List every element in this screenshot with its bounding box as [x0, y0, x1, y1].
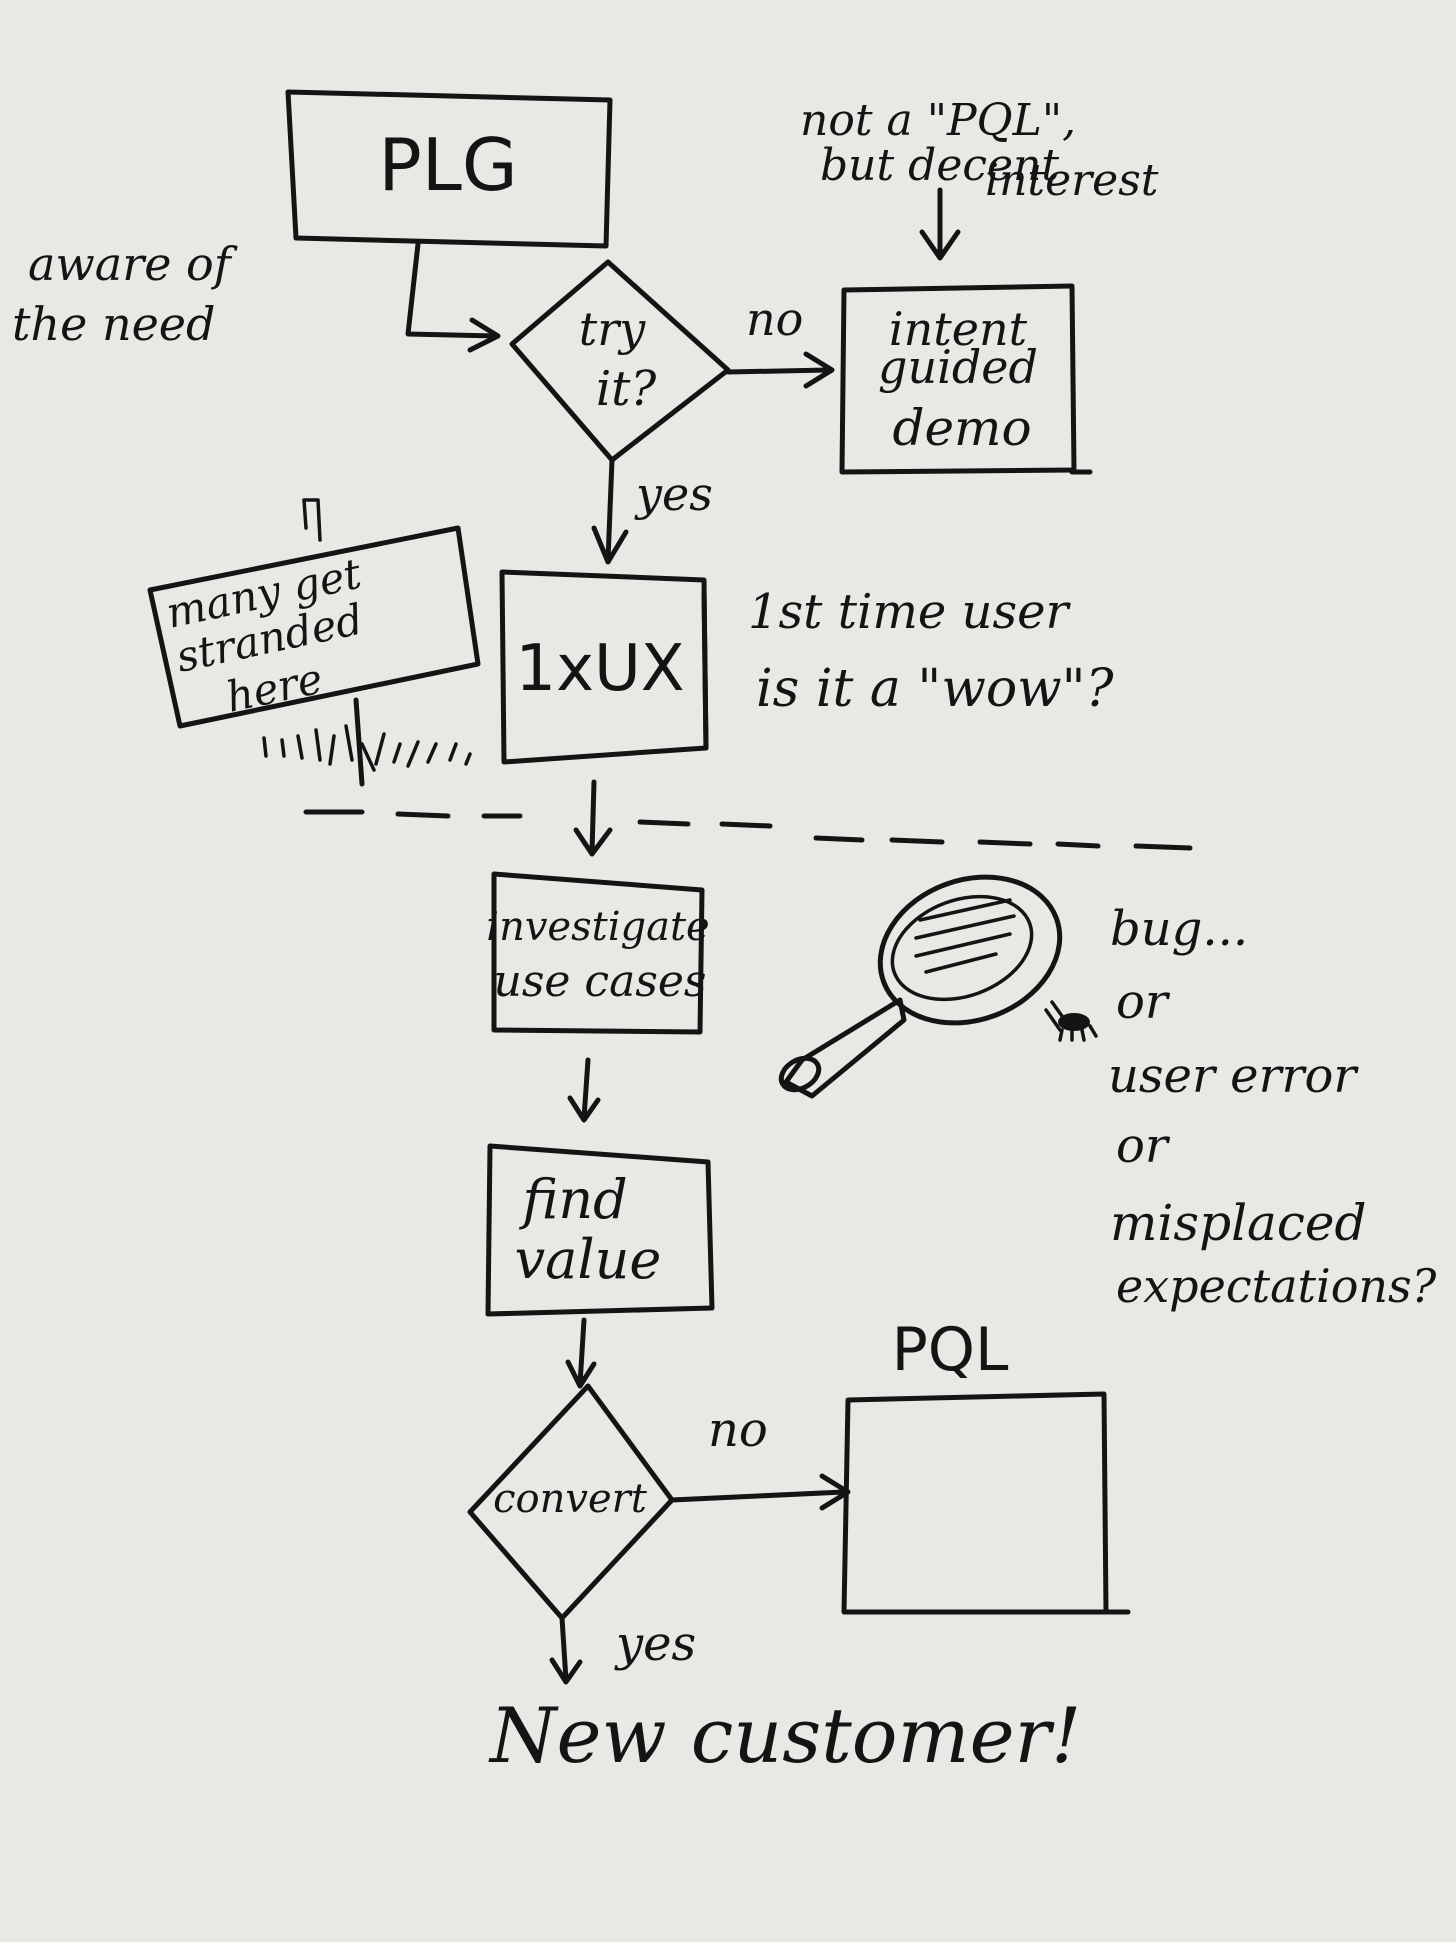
- first-ux-label: 1xUX: [515, 632, 684, 706]
- convert-no-arrow: no: [669, 1402, 851, 1511]
- first-time-line-1: 1st time user: [748, 584, 1071, 640]
- convert-yes-label: yes: [614, 1616, 696, 1672]
- try-no-arrow: no: [725, 292, 835, 389]
- plg-node: PLG: [285, 89, 613, 249]
- aware-annotation: aware of the need: [12, 237, 238, 351]
- first-ux-node: 1xUX: [499, 569, 709, 765]
- bug-line-1: bug...: [1110, 901, 1248, 957]
- convert-label: convert: [493, 1476, 648, 1522]
- try-yes-label: yes: [634, 467, 713, 521]
- find-value-node: find value: [485, 1143, 715, 1317]
- find-value-line-2: value: [515, 1228, 662, 1291]
- demo-line-2: guided: [878, 340, 1038, 394]
- not-pql-line-1: not a "PQL",: [800, 95, 1076, 146]
- bug-annotation: bug... or user error or misplaced expect…: [1108, 901, 1437, 1313]
- grass-tufts: [262, 724, 472, 772]
- convert-no-label: no: [708, 1402, 768, 1458]
- find-value-line-1: find: [518, 1168, 627, 1231]
- not-pql-annotation: not a "PQL", but decent interest: [800, 95, 1159, 261]
- demo-line-1: intent: [889, 302, 1028, 356]
- first-time-user-annotation: 1st time user is it a "wow"?: [748, 584, 1115, 719]
- aware-line-2: the need: [12, 297, 215, 351]
- convert-yes-arrow: yes: [549, 1615, 696, 1685]
- bug-line-6: expectations?: [1116, 1259, 1437, 1313]
- magnifying-glass-icon: [778, 874, 1063, 1099]
- demo-line-3: demo: [892, 399, 1031, 457]
- not-pql-line-3: interest: [985, 155, 1159, 206]
- pql-label: PQL: [892, 1315, 1009, 1385]
- investigate-use-cases-node: investigate use cases: [486, 871, 710, 1035]
- convert-decision: convert: [467, 1383, 675, 1621]
- plg-label: PLG: [378, 123, 517, 207]
- intent-guided-demo-node: intent guided demo: [839, 283, 1093, 475]
- pql-node: PQL: [841, 1315, 1131, 1615]
- investigate-line-2: use cases: [493, 956, 706, 1007]
- bug-line-4: or: [1116, 1118, 1171, 1174]
- not-pql-line-2: but decent: [820, 140, 1059, 191]
- bug-line-3: user error: [1108, 1048, 1359, 1104]
- try-it-line-1: try: [579, 302, 646, 356]
- plg-to-try-arrow: [405, 241, 501, 353]
- try-no-label: no: [746, 292, 803, 346]
- try-it-line-2: it?: [596, 361, 657, 417]
- new-customer-label: New customer!: [488, 1691, 1081, 1780]
- investigate-line-1: investigate: [486, 904, 709, 950]
- signpost-icon: many get stranded here: [147, 498, 481, 787]
- investigate-to-find-arrow: [567, 1057, 601, 1123]
- aware-line-1: aware of: [28, 237, 238, 291]
- try-yes-arrow: yes: [591, 457, 713, 565]
- dashed-divider: [303, 809, 1193, 851]
- ux-to-investigate-arrow: [573, 779, 613, 857]
- first-time-line-2: is it a "wow"?: [756, 659, 1115, 719]
- bug-line-2: or: [1116, 974, 1171, 1030]
- try-it-decision: try it?: [509, 259, 731, 463]
- bug-line-5: misplaced: [1110, 1194, 1366, 1252]
- find-to-convert-arrow: [565, 1317, 597, 1389]
- bug-icon: [1044, 1000, 1098, 1042]
